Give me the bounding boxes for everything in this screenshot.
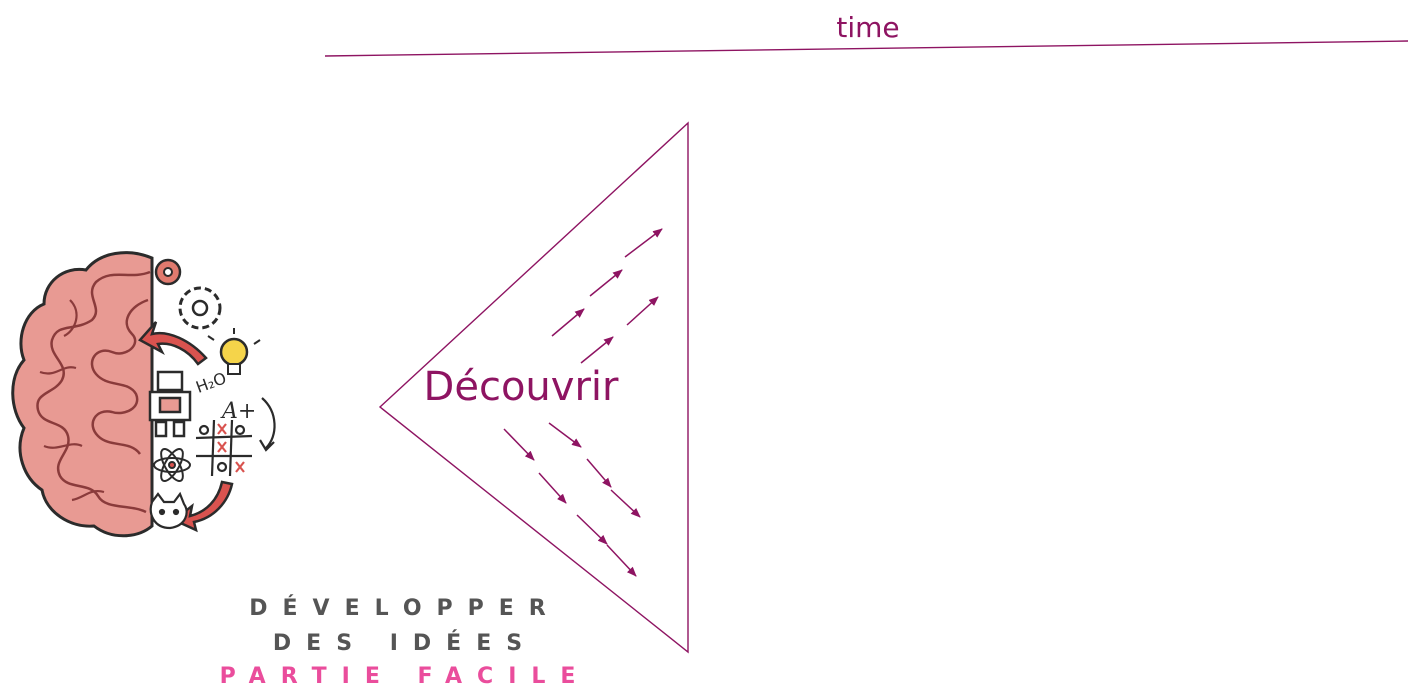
grade-a-plus-icon: A+	[220, 399, 256, 424]
discover-label: Découvrir	[424, 364, 619, 410]
big-gear-icon	[180, 288, 220, 328]
brain-icon	[13, 253, 152, 536]
arrow-down-3	[539, 473, 566, 503]
tic-tac-toe-icon	[196, 420, 252, 476]
arrow-up-4	[627, 297, 658, 325]
caption-develop: DÉVELOPPER	[165, 594, 645, 624]
atom-icon	[154, 446, 190, 484]
cat-icon	[151, 494, 187, 528]
arrow-down-2	[549, 423, 581, 447]
caption-ideas: DES IDÉES	[165, 629, 645, 659]
downward-arrows	[504, 423, 640, 576]
arrow-up-3	[552, 309, 584, 336]
robot-icon	[150, 372, 190, 436]
curved-arrow-icon	[260, 398, 275, 450]
arrow-down-7	[607, 545, 636, 576]
arrow-down-5	[611, 490, 640, 517]
brain-logo-icon: H₂O A+	[13, 253, 275, 536]
arrow-up-2	[590, 270, 622, 296]
time-label: time	[836, 11, 899, 44]
upward-arrows	[552, 229, 662, 363]
h2o-icon: H₂O	[193, 368, 229, 396]
lightbulb-icon	[208, 328, 260, 374]
caption-easy-part: PARTIE FACILE	[165, 662, 645, 692]
arrow-up-1	[625, 229, 662, 257]
arrow-down-1	[504, 429, 534, 460]
arrow-down-6	[577, 515, 607, 544]
small-gear-icon	[156, 260, 180, 284]
arrow-up-5	[581, 337, 613, 363]
arrow-down-4	[587, 459, 611, 487]
